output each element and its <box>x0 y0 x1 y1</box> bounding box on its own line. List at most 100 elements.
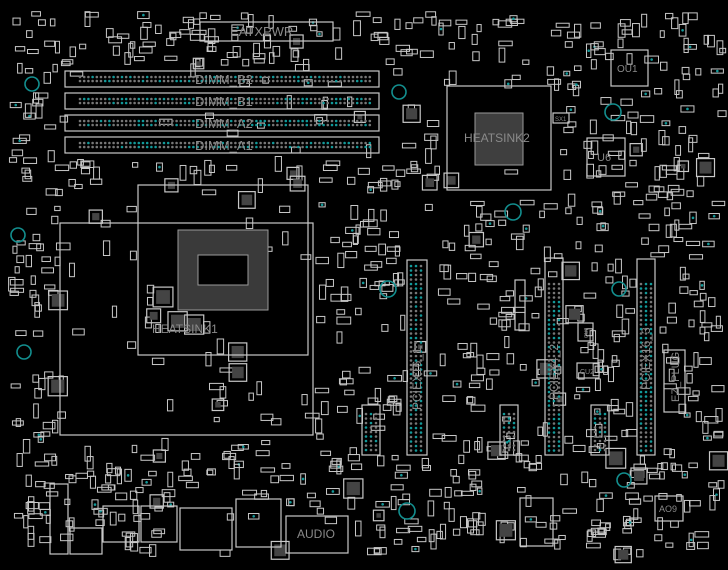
slot-pin <box>557 440 561 443</box>
slot-pin <box>409 287 413 290</box>
eatxpwr-connector[interactable]: EATXPWR <box>199 21 334 42</box>
slot-pin <box>547 422 551 425</box>
slot-pin <box>414 264 418 268</box>
dimm-pin <box>154 75 157 79</box>
dimm-slot-b2[interactable]: DIMM_B2 <box>64 70 380 88</box>
smd-component <box>23 157 38 164</box>
dimm-pin <box>133 145 136 149</box>
slot-pin <box>547 287 551 290</box>
smd-component <box>404 518 419 525</box>
slot-pin <box>547 336 551 340</box>
dimm-pin <box>284 119 288 123</box>
pciex16-1-label: PCIEX16_1 <box>410 347 424 410</box>
slot-pin <box>644 422 648 425</box>
dimm-pin <box>78 101 82 105</box>
smd-component <box>687 12 698 21</box>
chip-ou1[interactable]: OU1 <box>610 49 649 87</box>
dimm-slot-a2[interactable]: DIMM_A2 <box>64 114 380 132</box>
smd-component <box>167 471 174 488</box>
slot-pin <box>409 444 413 448</box>
chip-qu2[interactable]: QU2 <box>577 322 594 342</box>
smd-component <box>592 343 599 359</box>
smd-component <box>611 355 618 363</box>
cu2-label: CU2 <box>580 369 594 376</box>
slot-pin <box>557 422 561 425</box>
pcie-slot-x16-3[interactable]: PCIEX16_3 <box>636 258 656 456</box>
chip-sx1[interactable]: SX1 <box>552 112 570 124</box>
dimm-pin <box>242 75 246 79</box>
ic-package <box>149 494 164 509</box>
chip-u6[interactable]: U6 <box>586 137 626 177</box>
dimm-pin <box>82 79 86 83</box>
dimm-pin <box>368 145 372 149</box>
slot-pin <box>649 341 653 344</box>
smd-component <box>468 272 477 282</box>
dimm-pin <box>179 145 183 149</box>
audio-connector[interactable]: AUDIO <box>285 515 349 554</box>
smd-component <box>381 284 394 292</box>
dimm-pin <box>187 79 191 83</box>
slot-pin <box>557 354 561 358</box>
via <box>569 108 573 111</box>
slot-pin <box>369 412 373 416</box>
dimm-pin <box>368 101 372 105</box>
smd-component <box>116 468 122 485</box>
dimm-pin <box>301 101 304 105</box>
slot-pin <box>552 318 556 322</box>
dimm-slot-b1[interactable]: DIMM_B1 <box>64 92 380 110</box>
smd-component <box>19 134 31 142</box>
slot-pin <box>557 282 561 286</box>
slot-pin <box>409 291 413 295</box>
dimm-pin <box>162 141 166 145</box>
slot-pin <box>649 390 653 394</box>
chip-cu2[interactable]: CU2 <box>576 362 600 379</box>
smd-component <box>69 46 77 58</box>
slot-pin <box>507 426 511 429</box>
via <box>236 26 239 29</box>
cpu-heatsink1[interactable]: HEATSINK1 <box>59 184 314 436</box>
smd-component <box>660 61 668 71</box>
smd-component <box>199 12 207 19</box>
slot-pin <box>598 435 602 438</box>
dimm-pin <box>87 119 90 123</box>
smd-component <box>688 500 701 507</box>
slot-pin <box>419 426 423 430</box>
slot-pin <box>414 341 418 344</box>
chip-ao9[interactable]: AO9 <box>654 495 684 522</box>
dimm-pin <box>301 145 304 149</box>
dimm-pin <box>108 101 111 105</box>
slot-pin <box>644 309 648 313</box>
slot-pin <box>547 359 551 362</box>
dimm-pin <box>242 101 246 105</box>
dimm-pin <box>259 123 262 127</box>
pcie-slot-x16-1[interactable]: PCIEX16_1 <box>406 259 428 456</box>
slot-pin <box>419 359 423 362</box>
dimm-slot-a1[interactable]: DIMM_A1 <box>64 136 380 154</box>
smd-component <box>108 36 123 44</box>
dimm-pin <box>267 101 271 105</box>
smd-component <box>674 79 680 95</box>
chipset-heatsink2[interactable]: HEATSINK2 <box>446 85 552 191</box>
dimm-pin <box>150 123 153 127</box>
dimm-pin <box>334 123 338 127</box>
smd-component <box>47 150 55 163</box>
dimm-pin <box>200 123 204 127</box>
slot-pin <box>557 359 561 362</box>
smd-component <box>179 29 191 35</box>
slot-pin <box>414 287 418 290</box>
smd-component <box>248 14 254 28</box>
smd-component <box>336 405 348 413</box>
slot-pin <box>639 341 643 344</box>
smd-component <box>102 240 111 256</box>
chip-outline <box>519 497 554 547</box>
dimm-pin <box>368 141 372 145</box>
slot-pin <box>364 417 368 420</box>
via <box>575 83 578 86</box>
pcie-slot-x4-2[interactable]: PCIEX4_2 <box>544 257 564 456</box>
smd-component <box>699 357 712 365</box>
ez-plug-connector[interactable]: EZ_PLUG <box>663 349 686 413</box>
slot-pin <box>414 413 418 416</box>
heatsink2-label: HEATSINK2 <box>464 131 530 145</box>
dimm-pin <box>368 119 372 123</box>
